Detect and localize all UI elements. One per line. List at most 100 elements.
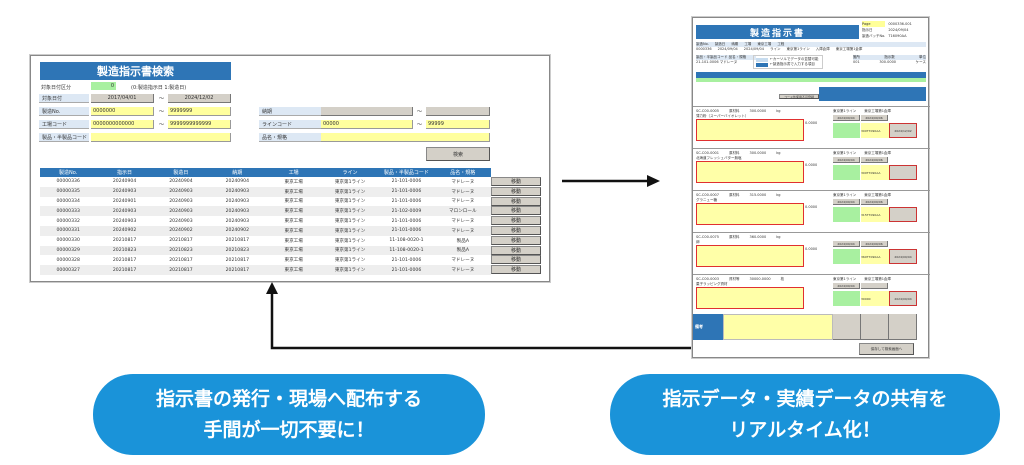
material-lot[interactable]: 360T7090AA [861,249,889,264]
table-cell: 20240903 [225,189,249,195]
factory-label: 工場コード [39,120,89,129]
table-cell: 東京第1ライン [334,228,366,234]
material-qty: 300.0000 [749,151,767,155]
table-cell: 20210817 [169,257,193,263]
table-cell: 東京工場 [284,258,303,264]
material-name: 卵 [696,240,700,244]
material-end-date[interactable]: 2024/09/04 [889,249,917,264]
material-line: 東京第1ライン [833,193,857,197]
material-warehouse: 東京工場第1倉庫 [864,151,891,155]
date-type-input[interactable]: 0 [91,82,116,90]
table-cell: マドレーヌ [451,219,475,225]
factory-from-input[interactable]: 0000000000000 [91,120,154,129]
progress-fields [696,78,926,82]
material-end-date[interactable] [889,165,917,180]
material-location: 東京第1ライン東京工場第1倉庫 [833,151,891,156]
material-date1[interactable]: 2024/09/04 [833,199,860,205]
material-lot-green[interactable] [833,249,860,264]
line-to-input[interactable]: 99999 [426,120,490,129]
move-button[interactable]: 移動 [491,235,541,245]
table-cell: 東京工場 [284,238,303,244]
material-result-input[interactable] [696,119,804,141]
material-end-date[interactable] [889,207,917,222]
line-from-input[interactable]: 00000 [321,120,413,129]
mfg-no-from-input[interactable]: 0000000 [91,107,154,116]
material-lot-green[interactable] [833,207,860,222]
material-date1[interactable]: 2024/09/04 [833,115,860,121]
move-button[interactable]: 移動 [491,177,541,186]
callout-left-line2: 手間が一切不要に！ [203,418,375,441]
date-label: 指示日 [862,28,873,32]
product-code-input[interactable] [91,133,231,142]
table-cell: 21-101-0006 [391,257,422,263]
material-result-input[interactable] [696,245,804,267]
move-button[interactable]: 移動 [491,245,541,255]
table-cell: 21-101-0006 [391,198,422,204]
remarks-input[interactable] [723,314,833,340]
table-cell: 東京第1ライン [334,238,366,244]
material-date2[interactable]: 2024/09/06 [861,157,888,163]
due-from-input[interactable] [321,107,413,116]
mfg-no-to-input[interactable]: 9999999 [168,107,231,116]
material-lot-green[interactable] [833,291,860,306]
material-result-input[interactable] [696,287,804,309]
material-lot-green[interactable] [833,123,860,138]
material-date1[interactable]: 2024/09/04 [833,157,860,163]
search-button[interactable]: 検索 [426,147,490,161]
material-result-input[interactable] [696,161,804,183]
material-lot[interactable]: 300T7090AA [861,123,889,138]
table-cell: 20240903 [112,189,137,195]
material-date2[interactable]: 2024/09/06 [861,199,888,205]
save-and-return-button[interactable]: 保存して検索画面へ [859,343,914,355]
move-button[interactable]: 移動 [491,186,541,196]
material-unit: kg [776,193,781,197]
date-from-input[interactable]: 2017/04/01 [91,94,154,103]
material-date2[interactable] [861,283,888,289]
due-label: 納期 [259,107,321,116]
material-end-date[interactable]: 2024/09/04 [889,291,917,306]
factory-to-input[interactable]: 9999999999999 [168,120,231,129]
move-button[interactable]: 移動 [491,216,541,226]
table-cell: 20210817 [112,267,137,273]
material-lot[interactable]: 30000 [861,291,889,306]
material-date2[interactable]: 2024/09/06 [861,241,888,247]
material-date2[interactable]: 2024/09/06 [861,115,888,121]
move-button[interactable]: 移動 [491,255,541,265]
material-result-input[interactable] [696,203,804,225]
move-button[interactable]: 移動 [491,196,541,206]
material-date1[interactable]: 2024/09/04 [833,241,860,247]
table-cell: 東京工場 [284,228,303,234]
table-cell: 東京第1ライン [334,179,366,185]
header-label: 製造No. [696,42,709,46]
move-button[interactable]: 移動 [491,206,541,216]
unregistered-use-button[interactable]: コード外使用不可登録 [779,94,819,99]
table-cell: 20210817 [225,267,249,273]
material-lot[interactable]: 315T7090AA [861,207,889,222]
material-date1[interactable]: 2024/09/04 [833,283,860,289]
material-end-date[interactable]: 2024/12/02 [889,123,917,138]
move-button[interactable]: 移動 [491,265,541,275]
table-cell: 製品A [456,238,469,244]
legend-input: ←製造指示書で入力する項目 [770,62,815,66]
material-lot-green[interactable] [833,165,860,180]
due-to-input[interactable] [426,107,490,116]
product-name-input[interactable] [321,133,490,142]
move-button[interactable]: 移動 [491,225,541,235]
material-lot[interactable]: 300T7090AA [861,165,889,180]
product-code-label: 製品・半製品コード [696,55,728,59]
date-to-input[interactable]: 2024/12/02 [168,94,231,103]
results-table: 製造No.指示日製造日納期工場ライン製品・半製品コード品名・規格 0000033… [40,168,491,275]
table-cell: 20240902 [112,228,137,234]
